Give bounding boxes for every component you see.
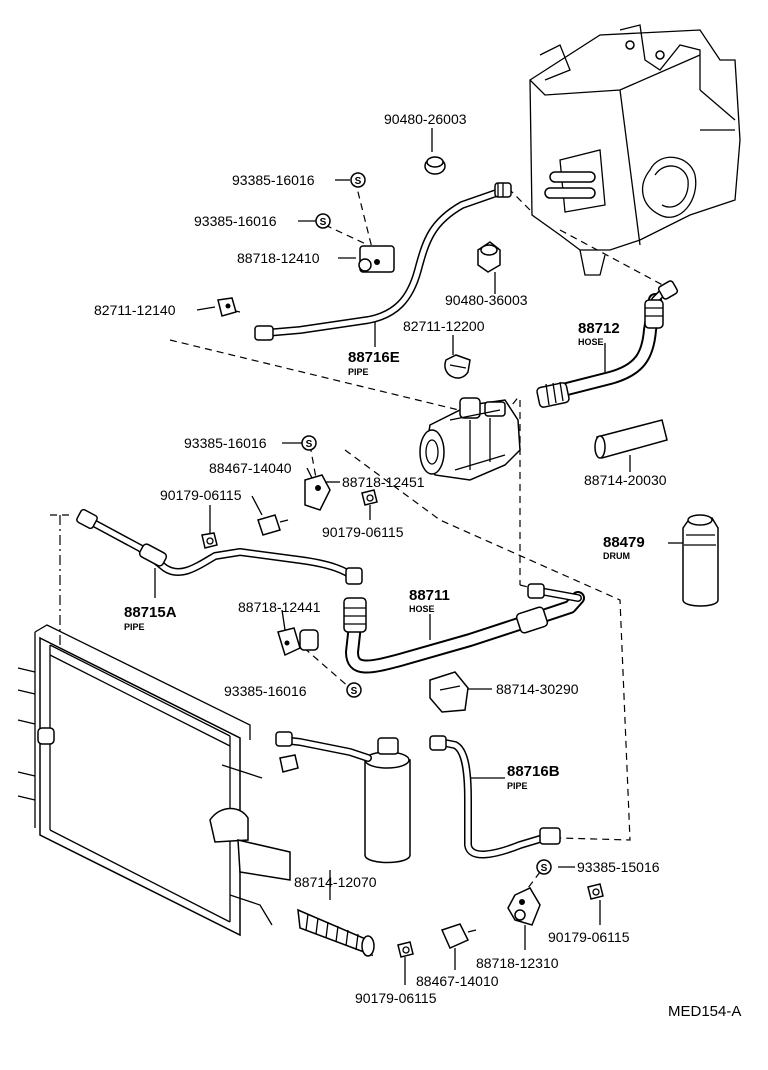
svg-text:S: S: [320, 217, 327, 228]
dashed-leaders: [50, 179, 673, 893]
callout-82711-12200: 82711-12200: [403, 318, 485, 334]
callout-88467-14010: 88467-14010: [416, 973, 499, 989]
callout-93385-16016: 93385-16016: [224, 683, 307, 699]
clamp-88718-12310: [507, 887, 541, 926]
callout-88718-12410: 88718-12410: [237, 250, 320, 266]
svg-text:S: S: [351, 686, 358, 697]
callout-88716B-type: PIPE: [507, 781, 528, 791]
callout-88479: 88479: [603, 534, 645, 551]
callout-82711-12140: 82711-12140: [94, 302, 176, 318]
condenser: [17, 624, 291, 937]
callout-93385-16016: 93385-16016: [184, 435, 267, 451]
pipe-88716E: [254, 182, 512, 341]
callout-88714-20030: 88714-20030: [584, 472, 667, 488]
pipe-88716B: [429, 735, 561, 859]
callout-88711: 88711: [409, 587, 450, 604]
clamp-88718-12451: [304, 474, 331, 511]
callout-88712: 88712: [578, 320, 620, 337]
nut-90179-06115-d: [587, 883, 604, 900]
callout-88716E: 88716E: [348, 349, 400, 366]
clamp-88718-12441: [277, 627, 319, 657]
callout-88714-12070: 88714-12070: [294, 874, 377, 890]
grommet-90480-36003: [477, 241, 501, 273]
compressor: [419, 397, 521, 481]
callout-90179-06115: 90179-06115: [355, 990, 437, 1006]
callout-88718-12451: 88718-12451: [342, 474, 425, 490]
s-mark-icon: S: [536, 859, 552, 875]
sleeve-88714-12070: [297, 908, 375, 957]
callout-88715A-type: PIPE: [124, 622, 145, 632]
drawing-code: MED154-A: [668, 1003, 741, 1020]
callout-leaders: [154, 128, 683, 985]
s-mark-icon: S: [346, 682, 362, 698]
grommet-90480-26003: [424, 156, 446, 175]
callout-88467-14040: 88467-14040: [209, 460, 292, 476]
svg-text:S: S: [306, 439, 313, 450]
callout-88716B: 88716B: [507, 763, 560, 780]
nut-90179-06115-b: [361, 489, 378, 506]
s-marks: S S S S S: [301, 172, 552, 875]
switch-88467-14040: [257, 514, 289, 536]
clamp-82711-12140: [217, 297, 237, 317]
drum-88479: [682, 514, 719, 607]
callout-93385-16016: 93385-16016: [232, 172, 315, 188]
hose-88711: [343, 583, 585, 674]
callout-labels: 90480-26003 93385-16016 93385-16016 8871…: [94, 111, 741, 1020]
pipe-88715A: [76, 508, 363, 585]
receiver-dryer: [275, 731, 411, 864]
svg-text:S: S: [541, 863, 548, 874]
callout-90480-36003: 90480-36003: [445, 292, 528, 308]
callout-88712-type: HOSE: [578, 337, 604, 347]
callout-93385-16016: 93385-16016: [194, 213, 277, 229]
nut-90179-06115-a: [201, 532, 218, 549]
callout-90179-06115: 90179-06115: [322, 524, 404, 540]
svg-text:S: S: [355, 176, 362, 187]
callout-88479-type: DRUM: [603, 551, 630, 561]
callout-90480-26003: 90480-26003: [384, 111, 467, 127]
clamp-82711-12200: [444, 354, 471, 379]
hose-88712: [536, 280, 679, 408]
callout-88718-12441: 88718-12441: [238, 599, 321, 615]
s-mark-icon: S: [301, 435, 317, 451]
sleeve-88714-20030: [594, 419, 668, 459]
callout-90179-06115: 90179-06115: [548, 929, 630, 945]
s-mark-icon: S: [350, 172, 366, 188]
callout-88715A: 88715A: [124, 604, 177, 621]
evaporator-unit: [529, 24, 741, 276]
callout-88718-12310: 88718-12310: [476, 955, 559, 971]
s-mark-icon: S: [315, 213, 331, 229]
callout-88711-type: HOSE: [409, 604, 435, 614]
callout-93385-15016: 93385-15016: [577, 859, 660, 875]
callout-88716E-type: PIPE: [348, 367, 369, 377]
switch-88467-14010: [440, 923, 477, 949]
callout-88714-30290: 88714-30290: [496, 681, 579, 697]
callout-90179-06115: 90179-06115: [160, 487, 242, 503]
nut-90179-06115-c: [397, 941, 414, 958]
clamp-88718-12410: [358, 245, 395, 273]
cushion-88714-30290: [429, 671, 469, 713]
